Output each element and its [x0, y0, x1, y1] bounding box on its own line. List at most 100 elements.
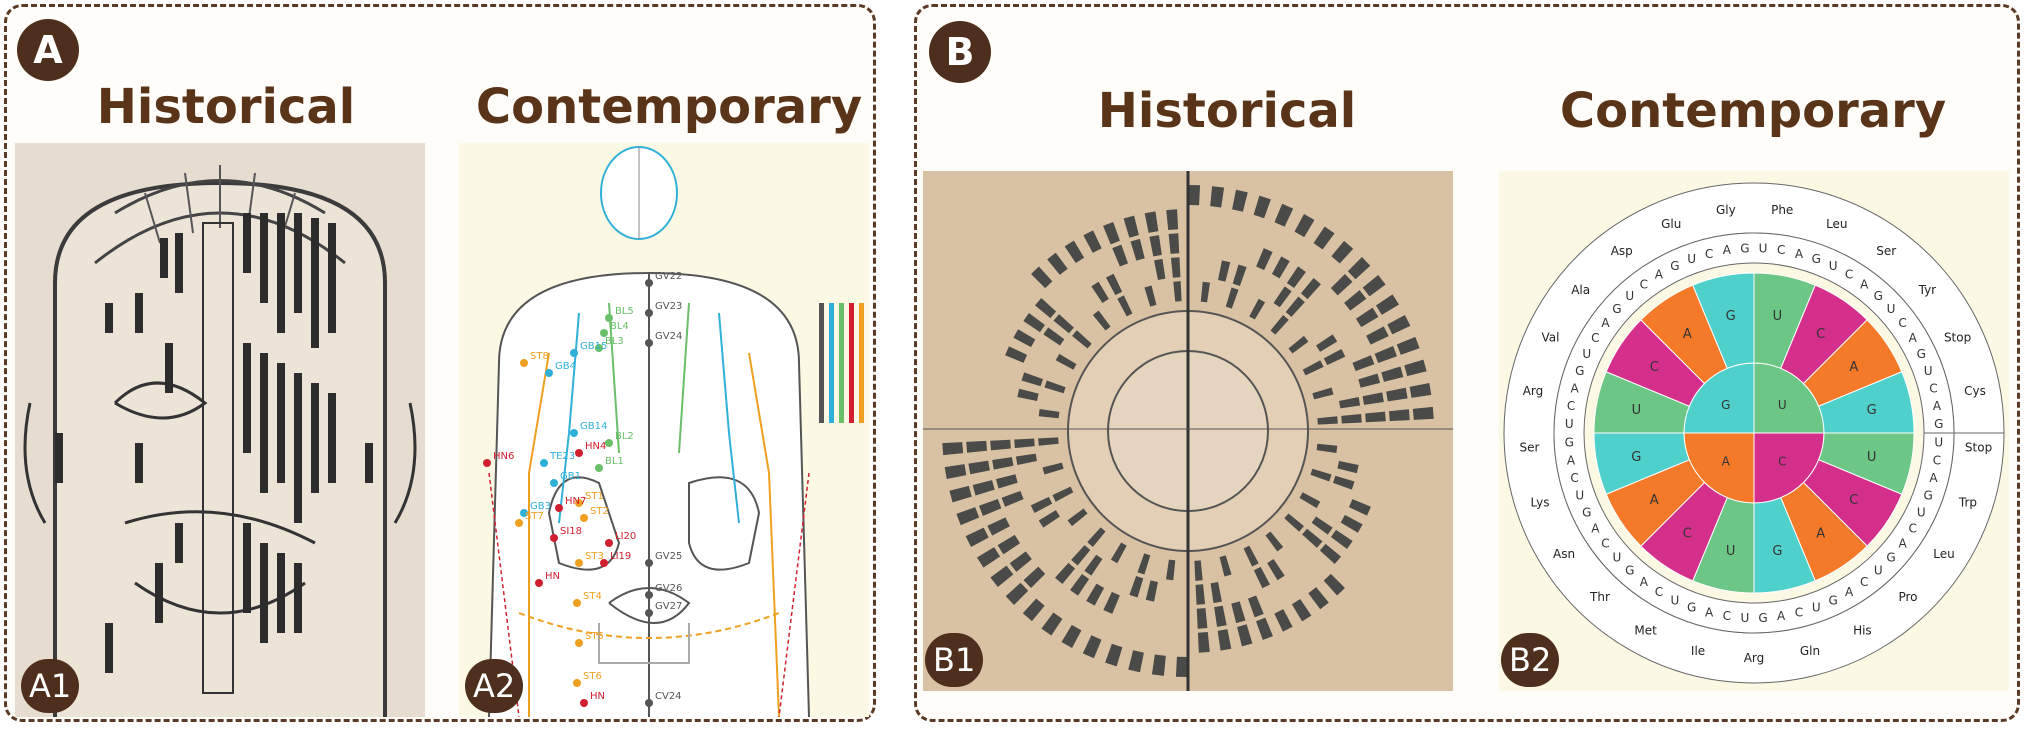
- hexagram-block: [949, 485, 972, 503]
- codon-wheel-label: Met: [1634, 623, 1657, 637]
- acupoint-label: TE23: [549, 451, 575, 462]
- acupoint-label: GV26: [655, 583, 682, 594]
- hexagram-block: [1218, 260, 1231, 282]
- hexagram-block: [1092, 310, 1111, 331]
- hexagram-block: [1197, 632, 1210, 653]
- hexagram-block: [1047, 252, 1068, 275]
- acupoint-label: HN4: [585, 441, 606, 452]
- acupoint-dot: [595, 344, 603, 352]
- codon-wheel-label: G: [1934, 417, 1943, 431]
- codon-wheel-label: C: [1723, 609, 1731, 623]
- hexagram-block: [1344, 290, 1367, 311]
- codon-wheel-label: Trp: [1958, 496, 1977, 510]
- hexagram-block: [1082, 635, 1102, 659]
- hexagram-block: [1214, 605, 1227, 627]
- acupoint-dot: [540, 459, 548, 467]
- codon-wheel-label: C: [1683, 526, 1692, 541]
- acupoint-dot: [520, 509, 528, 517]
- codon-wheel-label: C: [1849, 493, 1858, 508]
- hexagram-block: [990, 565, 1014, 588]
- codon-wheel-label: U: [1741, 611, 1750, 625]
- codon-wheel-label: A: [1860, 278, 1869, 292]
- hexagram-block: [1110, 542, 1127, 564]
- hexagram-block: [1265, 531, 1284, 552]
- hexagram-block: [1043, 327, 1065, 346]
- codon-wheel-label: His: [1853, 623, 1872, 637]
- hexagram-block: [1031, 266, 1053, 289]
- b1-historical-diagram-image: [923, 171, 1453, 691]
- hexagram-block: [1023, 313, 1046, 333]
- codon-wheel-label: A: [1640, 575, 1649, 589]
- hexagram-block: [1021, 372, 1044, 387]
- codon-wheel-label: Pro: [1898, 590, 1917, 604]
- hexagram-block: [1151, 654, 1166, 676]
- hexagram-block: [1310, 468, 1332, 482]
- hexagram-block: [1243, 545, 1259, 567]
- hexagram-block: [1144, 211, 1159, 233]
- codon-wheel-label: U: [1726, 544, 1736, 559]
- hexagram-block: [1271, 256, 1290, 279]
- codon-wheel-label: G: [1758, 611, 1767, 625]
- hexagram-block: [944, 464, 967, 479]
- acupoint-dot: [605, 439, 613, 447]
- hexagram-block: [1299, 492, 1321, 509]
- acupoint-dot: [645, 559, 653, 567]
- acupoint-dot: [645, 339, 653, 347]
- hexagram-block: [1409, 383, 1432, 398]
- hexagram-block: [1341, 413, 1362, 424]
- hexagram-block: [1071, 545, 1091, 566]
- hexagram-block: [1105, 273, 1123, 296]
- codon-wheel-label: G: [1575, 364, 1584, 378]
- codon-wheel-label: A: [1723, 243, 1732, 257]
- hexagram-block: [1175, 656, 1188, 677]
- hexagram-block: [1023, 566, 1046, 588]
- hexagram-block: [1117, 295, 1133, 317]
- hexagram-block: [1387, 315, 1411, 335]
- acupoint-label: GV27: [655, 601, 682, 612]
- acupoint-label: SI18: [560, 526, 582, 537]
- codon-wheel-label: G: [1924, 489, 1933, 503]
- hexagram-block: [1319, 543, 1342, 564]
- hexagram-block: [1067, 508, 1088, 527]
- hexagram-block: [1249, 298, 1266, 320]
- codon-wheel-label: C: [1640, 278, 1648, 292]
- codon-wheel-label: Ser: [1519, 440, 1539, 454]
- hexagram-block: [1366, 326, 1389, 345]
- acupoint-dot: [570, 429, 578, 437]
- acupoint-dot: [515, 519, 523, 527]
- hexagram-block: [1247, 595, 1264, 618]
- hexagram-block: [1267, 559, 1285, 581]
- a1-badge: A1: [21, 659, 80, 713]
- hexagram-block: [1200, 281, 1211, 303]
- codon-wheel-label: A: [1570, 381, 1579, 395]
- codon-wheel-label: A: [1705, 606, 1714, 620]
- hexagram-block: [1291, 598, 1312, 622]
- codon-wheel-label: Leu: [1933, 547, 1954, 561]
- hexagram-block: [968, 460, 990, 475]
- hexagram-block: [1196, 608, 1208, 629]
- codon-wheel-label: Stop: [1965, 440, 1992, 454]
- hexagram-block: [1365, 411, 1386, 423]
- acupoint-dot: [600, 559, 608, 567]
- b1-badge: B1: [925, 633, 984, 687]
- hexagram-block: [1112, 244, 1129, 267]
- codon-wheel-label: U: [1924, 364, 1933, 378]
- codon-wheel-label: C: [1845, 268, 1853, 282]
- codon-wheel-label: Ser: [1876, 244, 1896, 258]
- hexagram-block: [1042, 462, 1064, 475]
- hexagram-block: [965, 527, 989, 547]
- hexagram-block: [1274, 609, 1293, 632]
- acupoint-dot: [645, 609, 653, 617]
- codon-wheel-label: G: [1886, 550, 1895, 564]
- codon-wheel-segment: [1553, 232, 1955, 634]
- hexagram-block: [1352, 355, 1375, 372]
- codon-wheel-label: G: [1687, 600, 1696, 614]
- hexagram-block: [1404, 359, 1427, 377]
- panel-b-contemporary-title: Contemporary: [1559, 83, 1947, 139]
- hexagram-block: [1083, 230, 1102, 253]
- codon-wheel-label: Tyr: [1918, 283, 1937, 297]
- hexagram-block: [1237, 624, 1253, 647]
- acupoint-dot: [605, 314, 613, 322]
- hexagram-block: [1087, 527, 1106, 547]
